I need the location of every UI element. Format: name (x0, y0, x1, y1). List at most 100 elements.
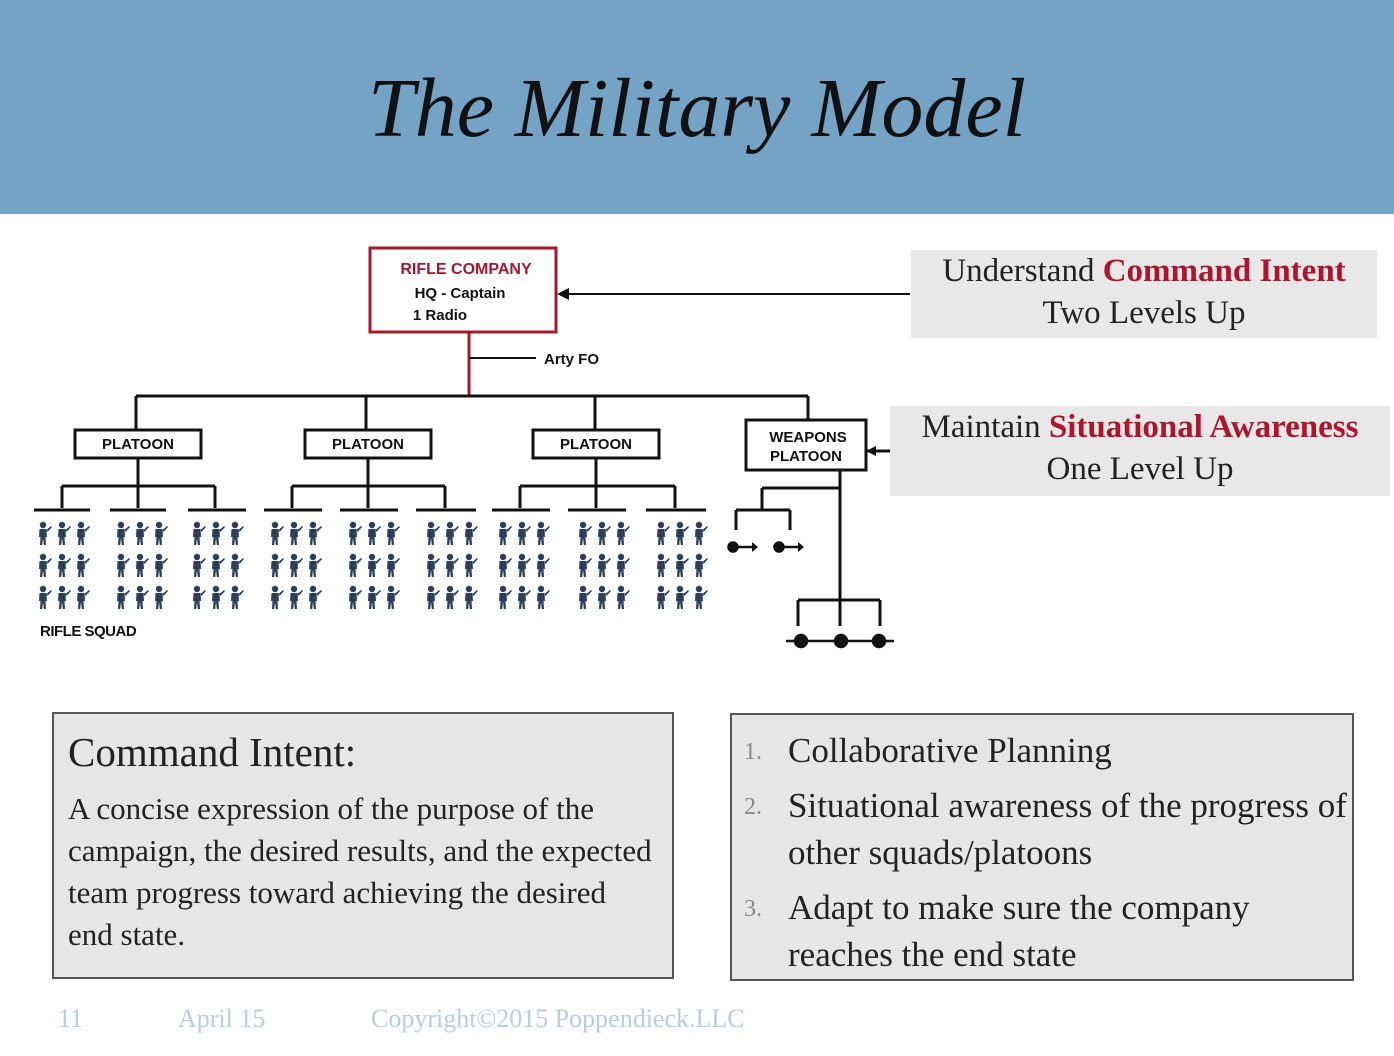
command-intent-text: A concise expression of the purpose of t… (68, 791, 652, 952)
soldier-icon (231, 553, 244, 577)
soldier-icon (598, 553, 611, 577)
soldier-icon (290, 553, 303, 577)
soldier-icon (231, 585, 244, 609)
soldier-icon (657, 585, 670, 609)
platoon-box-2 (303, 428, 433, 460)
callout-middle-highlight: Situational Awareness (1048, 409, 1359, 445)
soldier-icon (537, 585, 550, 609)
principle-number-3: 3. (744, 896, 762, 922)
footer-date: April 15 (178, 1004, 266, 1033)
soldier-icon (155, 553, 168, 577)
callout-top-prefix: Understand (942, 253, 1103, 289)
soldier-icon (695, 585, 708, 609)
callout-top-highlight: Command Intent (1102, 253, 1346, 289)
rifle-company-box (368, 246, 558, 334)
principle-item-3: 3. Adapt to make sure the company reaches… (732, 884, 1352, 978)
soldier-icon (368, 521, 381, 545)
principle-item-2: 2.Situational awareness of the progress … (732, 782, 1352, 876)
soldier-icon (39, 553, 52, 577)
soldier-icon (77, 521, 90, 545)
situational-awareness-callout: Maintain Situational Awareness One Level… (890, 406, 1390, 496)
soldier-icon (695, 553, 708, 577)
soldier-icon (387, 521, 400, 545)
soldier-icon (657, 553, 670, 577)
soldier-icon (309, 521, 322, 545)
principles-list: 1.Collaborative Planning 2.Situational a… (732, 727, 1352, 978)
command-intent-heading: Command Intent: (68, 729, 357, 775)
soldier-icon (309, 585, 322, 609)
slide-title: The Military Model (368, 62, 1026, 155)
title-bar: The Military Model (0, 0, 1394, 214)
command-intent-callout: Understand Command Intent Two Levels Up (911, 250, 1377, 338)
platoon-label-1: PLATOON (102, 436, 174, 453)
principle-number-2: 2. (744, 794, 762, 820)
soldier-icon (537, 521, 550, 545)
soldier-icon (155, 585, 168, 609)
soldier-icon (446, 553, 459, 577)
weapons-label-line1: WEAPONS (769, 429, 847, 446)
soldier-icon (349, 553, 362, 577)
soldier-icon (193, 521, 206, 545)
command-intent-box: Command Intent: A concise expression of … (52, 712, 674, 979)
soldier-icon (77, 585, 90, 609)
company-title: RIFLE COMPANY (400, 261, 532, 278)
soldier-icon (676, 585, 689, 609)
soldier-icon (617, 553, 630, 577)
soldier-icon (117, 553, 130, 577)
platoon-box-1 (73, 428, 203, 460)
soldier-icon (193, 585, 206, 609)
soldier-icon (290, 521, 303, 545)
slide-number: 11 (58, 1004, 84, 1033)
soldier-icon (117, 585, 130, 609)
rifle-squads (39, 521, 708, 609)
soldier-icon (427, 553, 440, 577)
soldier-icon (349, 585, 362, 609)
soldier-icon (617, 585, 630, 609)
soldier-icon (465, 585, 478, 609)
soldier-icon (427, 585, 440, 609)
soldier-icon (58, 553, 71, 577)
soldier-icon (657, 521, 670, 545)
soldier-icon (446, 521, 459, 545)
soldier-icon (58, 521, 71, 545)
platoon-label-3: PLATOON (560, 436, 632, 453)
soldier-icon (598, 521, 611, 545)
soldier-icon (465, 521, 478, 545)
soldier-icon (39, 521, 52, 545)
soldier-icon (676, 521, 689, 545)
soldier-icon (290, 585, 303, 609)
soldier-icon (349, 521, 362, 545)
soldier-icon (676, 553, 689, 577)
soldier-icon (58, 585, 71, 609)
soldier-icon (368, 553, 381, 577)
soldier-icon (231, 521, 244, 545)
callout-middle-prefix: Maintain (921, 409, 1049, 445)
soldier-icon (499, 553, 512, 577)
soldier-icon (427, 521, 440, 545)
soldier-icon (368, 585, 381, 609)
soldier-icon (499, 585, 512, 609)
soldier-icon (518, 553, 531, 577)
soldier-icon (446, 585, 459, 609)
soldier-icon (579, 553, 592, 577)
soldier-icon (136, 553, 149, 577)
soldier-icon (271, 521, 284, 545)
arty-fo-label: Arty FO (544, 351, 599, 368)
soldier-icon (212, 553, 225, 577)
soldier-icon (117, 521, 130, 545)
soldier-icon (537, 553, 550, 577)
soldier-icon (136, 521, 149, 545)
soldier-icon (271, 553, 284, 577)
soldier-icon (77, 553, 90, 577)
weapons-label-line2: PLATOON (770, 448, 842, 465)
soldier-icon (387, 585, 400, 609)
soldier-icon (271, 585, 284, 609)
company-radio: 1 Radio (413, 307, 467, 324)
principle-text-3: Adapt to make sure the company reaches t… (788, 888, 1250, 974)
soldier-icon (155, 521, 168, 545)
principles-box: 1.Collaborative Planning 2.Situational a… (730, 713, 1354, 981)
soldier-icon (136, 585, 149, 609)
principle-item-1: 1.Collaborative Planning (732, 727, 1352, 774)
soldier-icon (579, 521, 592, 545)
soldier-icon (465, 553, 478, 577)
